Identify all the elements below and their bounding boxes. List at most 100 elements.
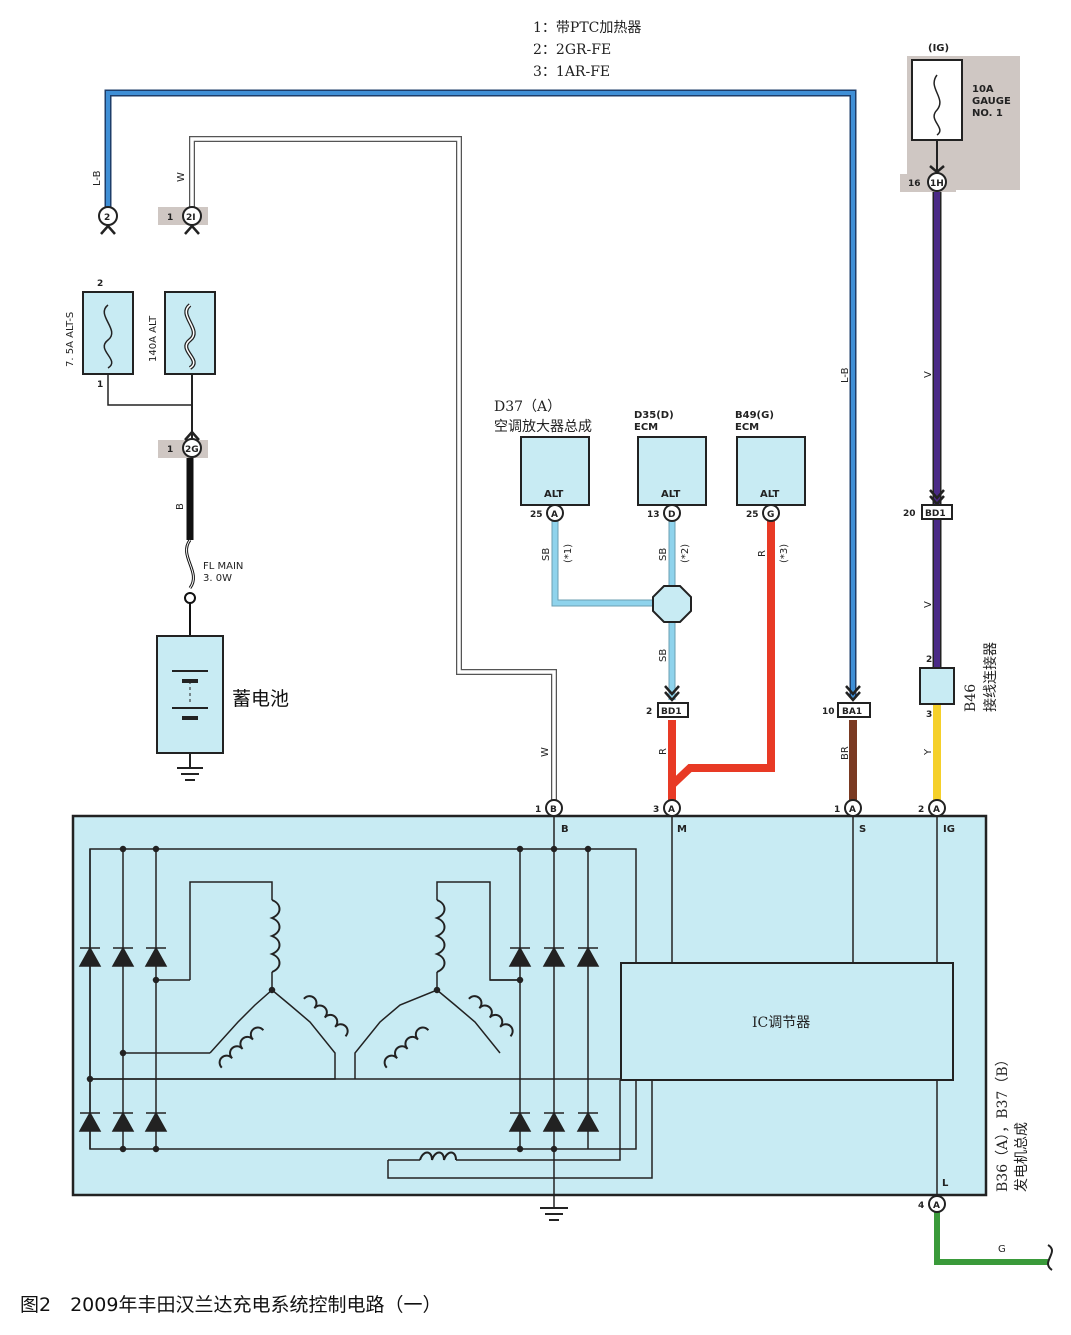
gen-pin-b-label: B bbox=[550, 805, 557, 815]
d35-pin-number: 13 bbox=[647, 510, 660, 520]
wire-w bbox=[190, 137, 556, 800]
d35-alt: ALT bbox=[661, 489, 680, 500]
conn-1h-pin: 16 bbox=[908, 179, 921, 189]
wire-label-r2: R bbox=[658, 748, 669, 755]
d37-pin-a-label: A bbox=[551, 510, 558, 520]
d35-pin-d-label: D bbox=[668, 510, 675, 520]
b46-pin-2: 2 bbox=[926, 655, 932, 665]
terminal-m: M bbox=[677, 824, 687, 835]
wire-note-1: (*1) bbox=[563, 544, 574, 563]
wire-label-lb-left: L-B bbox=[92, 170, 103, 186]
wire-label-sb2: SB bbox=[658, 548, 669, 561]
wire-fuse-join bbox=[107, 375, 192, 406]
gen-pin-m-label: A bbox=[668, 805, 675, 815]
wire-label-v2: V bbox=[923, 601, 934, 608]
conn-2i bbox=[182, 206, 202, 235]
wire-g bbox=[934, 1212, 1048, 1265]
conn-2 bbox=[98, 206, 118, 235]
generator-name: 发电机总成 bbox=[1014, 1122, 1030, 1192]
gauge-fuse bbox=[911, 59, 963, 141]
d37-pin-a bbox=[546, 504, 564, 522]
wire-label-sb3: SB bbox=[658, 649, 669, 662]
d35-code: D35(D) bbox=[634, 410, 674, 421]
d35-box bbox=[637, 436, 707, 506]
wire-label-b: B bbox=[175, 503, 186, 510]
conn-bd1-sb-label: BD1 bbox=[661, 707, 682, 717]
battery-cells bbox=[172, 670, 208, 720]
conn-bd1-sb-pin: 2 bbox=[646, 707, 652, 717]
note-3: 3：1AR-FE bbox=[533, 64, 610, 80]
b49-box bbox=[736, 436, 806, 506]
splice-point bbox=[652, 585, 692, 623]
b49-pin-g bbox=[762, 504, 780, 522]
figure-caption: 图2 2009年丰田汉兰达充电系统控制电路（一） bbox=[20, 1294, 441, 1316]
d37-alt: ALT bbox=[544, 489, 563, 500]
wire-label-g: G bbox=[998, 1244, 1006, 1255]
terminal-ig: IG bbox=[943, 824, 955, 835]
gauge-fuse-element bbox=[933, 74, 941, 136]
conn-2g bbox=[182, 430, 202, 458]
wire-sb1 bbox=[552, 520, 655, 606]
gauge-fuse-number: NO. 1 bbox=[972, 108, 1003, 119]
pin-fuse-s-1: 1 bbox=[97, 380, 103, 390]
b46-code: B46 bbox=[963, 684, 979, 712]
battery-label: 蓄电池 bbox=[232, 688, 289, 710]
wire-label-v1: V bbox=[923, 371, 934, 378]
conn-1h bbox=[927, 165, 947, 192]
wire-label-w-bottom: W bbox=[540, 747, 551, 757]
b49-pin-number: 25 bbox=[746, 510, 759, 520]
fusible-link-terminal bbox=[184, 592, 196, 604]
b49-alt: ALT bbox=[760, 489, 779, 500]
d37-name: 空调放大器总成 bbox=[494, 419, 592, 435]
terminal-s: S bbox=[859, 824, 866, 835]
wire-label-sb1: SB bbox=[541, 548, 552, 561]
rectifier-diodes bbox=[78, 946, 600, 1132]
conn-ba1 bbox=[837, 685, 871, 718]
d37-pin-number: 25 bbox=[530, 510, 543, 520]
wire-r-ecm bbox=[669, 520, 775, 788]
conn-2i-pin: 1 bbox=[167, 213, 173, 223]
wire-label-w-top: W bbox=[176, 172, 187, 182]
terminal-b: B bbox=[561, 824, 569, 835]
b49-pin-g-label: G bbox=[767, 510, 774, 520]
conn-2g-pin: 1 bbox=[167, 445, 173, 455]
d37-code: D37（A） bbox=[494, 399, 561, 415]
conn-bd1-v bbox=[921, 489, 953, 520]
gen-pin-ig-num: 2 bbox=[918, 805, 924, 815]
wire-label-lb-right: L-B bbox=[840, 367, 851, 383]
conn-2i-label: 2I bbox=[186, 213, 196, 223]
gen-pin-s-label: A bbox=[849, 805, 856, 815]
wire-g-break bbox=[1047, 1244, 1053, 1271]
conn-2g-label: 2G bbox=[185, 445, 199, 455]
generator-ground-icon bbox=[540, 1207, 568, 1221]
d35-name: ECM bbox=[634, 422, 658, 433]
fusible-link-core bbox=[186, 539, 194, 589]
gauge-fuse-name: GAUGE bbox=[972, 96, 1011, 107]
conn-bd1-v-pin: 20 bbox=[903, 509, 916, 519]
fuse-alt-s bbox=[82, 291, 134, 375]
fuse-alt-140-label: 140A ALT bbox=[148, 315, 159, 362]
fuse-alt-s-label: 7. 5A ALT-S bbox=[65, 312, 76, 367]
gen-pin-l-num: 4 bbox=[918, 1201, 924, 1211]
wire-lb bbox=[106, 91, 855, 698]
note-2: 2：2GR-FE bbox=[533, 42, 611, 58]
gen-pin-m-num: 3 bbox=[653, 805, 659, 815]
battery-ground-icon bbox=[177, 767, 203, 781]
gen-pin-l-label: A bbox=[933, 1201, 940, 1211]
wire-note-3: (*3) bbox=[779, 544, 790, 563]
wire-label-r1: R bbox=[757, 550, 768, 557]
conn-bd1-sb bbox=[657, 685, 689, 718]
fuse-alt-140 bbox=[164, 291, 216, 375]
conn-ba1-pin: 10 bbox=[822, 707, 835, 717]
conn-2-label: 2 bbox=[104, 213, 110, 223]
wire-label-y: Y bbox=[923, 748, 934, 756]
conn-ba1-label: BA1 bbox=[842, 707, 862, 717]
gen-pin-b-num: 1 bbox=[535, 805, 541, 815]
terminal-l: L bbox=[942, 1178, 949, 1189]
note-1: 1：带PTC加热器 bbox=[533, 20, 641, 36]
b46-name: 接线连接器 bbox=[982, 642, 999, 712]
conn-bd1-v-label: BD1 bbox=[925, 509, 946, 519]
gen-pin-s-num: 1 bbox=[834, 805, 840, 815]
b46-junction bbox=[919, 667, 955, 705]
